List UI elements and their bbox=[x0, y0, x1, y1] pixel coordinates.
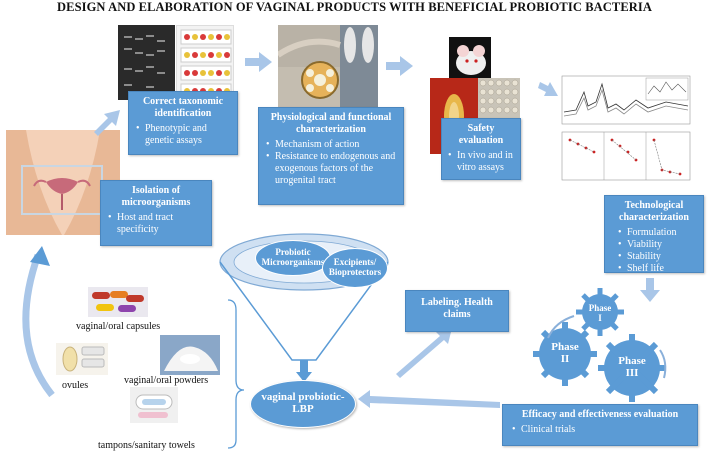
arrow-safety-to-charts bbox=[538, 82, 558, 96]
gear-phase-iii bbox=[598, 334, 666, 402]
arrow-return-curve bbox=[22, 253, 55, 398]
product-ellipse: vaginal probiotic-LBP bbox=[250, 380, 356, 428]
probiotic-ellipse: Probiotic Microorganisms bbox=[255, 240, 331, 276]
excipients-ellipse: Excipients/ Bioprotectors bbox=[322, 248, 388, 288]
physiological-bullet: Resistance to endogenous and exogenous f… bbox=[265, 151, 397, 187]
phase-iii-label: Phase III bbox=[618, 355, 646, 379]
arrow-taxonomy-to-physio bbox=[245, 52, 272, 72]
microscopy-collage-image bbox=[278, 25, 378, 108]
taxonomic-box: Correct taxonomic identification Phenoty… bbox=[128, 91, 238, 155]
excipients-label: Excipients/ Bioprotectors bbox=[328, 257, 382, 277]
taxonomic-heading: Correct taxonomic identification bbox=[142, 96, 224, 119]
arrow-product-to-labeling bbox=[396, 328, 452, 378]
phase-i-label: Phase I bbox=[588, 303, 612, 323]
phase-ii-label: Phase II bbox=[551, 341, 579, 365]
isolation-box: Isolation of microorganisms Host and tra… bbox=[100, 180, 212, 246]
powders-label: vaginal/oral powders bbox=[124, 375, 209, 386]
technological-bullet: Viability bbox=[617, 239, 697, 251]
arrow-isolation-to-taxonomy bbox=[94, 110, 120, 136]
gear-phase-ii bbox=[533, 322, 597, 386]
product-forms-bracket bbox=[227, 299, 245, 449]
physiological-box: Physiological and functional characteriz… bbox=[258, 107, 404, 205]
safety-bullet: In vivo and in vitro assays bbox=[447, 150, 515, 174]
ovules-image bbox=[56, 343, 108, 375]
powder-image bbox=[160, 335, 220, 375]
gear-phase-i bbox=[576, 288, 624, 336]
spectrum-chart-image bbox=[556, 72, 694, 130]
technological-box: Technological characterization Formulati… bbox=[604, 195, 704, 275]
lab-mouse-image bbox=[449, 37, 491, 79]
efficacy-bullet: Clinical trials bbox=[511, 424, 689, 436]
arrow-physio-to-safety bbox=[386, 56, 413, 76]
technological-heading: Technological characterization bbox=[619, 200, 689, 223]
viability-chart-image bbox=[556, 130, 694, 188]
probiotic-label: Probiotic Microorganisms bbox=[261, 247, 325, 267]
arrow-efficacy-to-product bbox=[358, 390, 500, 408]
page-title: DESIGN AND ELABORATION OF VAGINAL PRODUC… bbox=[57, 0, 652, 14]
isolation-heading: Isolation of microorganisms bbox=[121, 185, 191, 208]
labeling-heading: Labeling. Health claims bbox=[421, 297, 493, 320]
capsules-image bbox=[88, 287, 148, 317]
physiological-bullet: Mechanism of action bbox=[265, 139, 397, 151]
physiological-heading: Physiological and functional characteriz… bbox=[270, 112, 392, 135]
isolation-bullet: Host and tract specificity bbox=[107, 212, 205, 236]
gel-electrophoresis-image bbox=[118, 25, 175, 100]
sanitary-towel-image bbox=[130, 387, 178, 423]
product-label: vaginal probiotic-LBP bbox=[261, 391, 345, 415]
technological-bullet: Shelf life bbox=[617, 263, 697, 275]
safety-heading: Safety evaluation bbox=[458, 123, 504, 146]
taxonomic-bullet: Phenotypic and genetic assays bbox=[135, 123, 231, 147]
microplate-image bbox=[478, 78, 520, 118]
efficacy-heading: Efficacy and effectiveness evaluation bbox=[521, 409, 679, 420]
ovules-label: ovules bbox=[62, 380, 89, 391]
capsules-label: vaginal/oral capsules bbox=[76, 321, 161, 332]
arrow-technological-to-phases bbox=[640, 278, 660, 302]
labeling-box: Labeling. Health claims bbox=[405, 290, 509, 332]
tampons-label: tampons/sanitary towels bbox=[98, 440, 195, 451]
technological-bullet: Formulation bbox=[617, 227, 697, 239]
safety-box: Safety evaluation In vivo and in vitro a… bbox=[441, 118, 521, 180]
technological-bullet: Stability bbox=[617, 251, 697, 263]
efficacy-box: Efficacy and effectiveness evaluation Cl… bbox=[502, 404, 698, 446]
